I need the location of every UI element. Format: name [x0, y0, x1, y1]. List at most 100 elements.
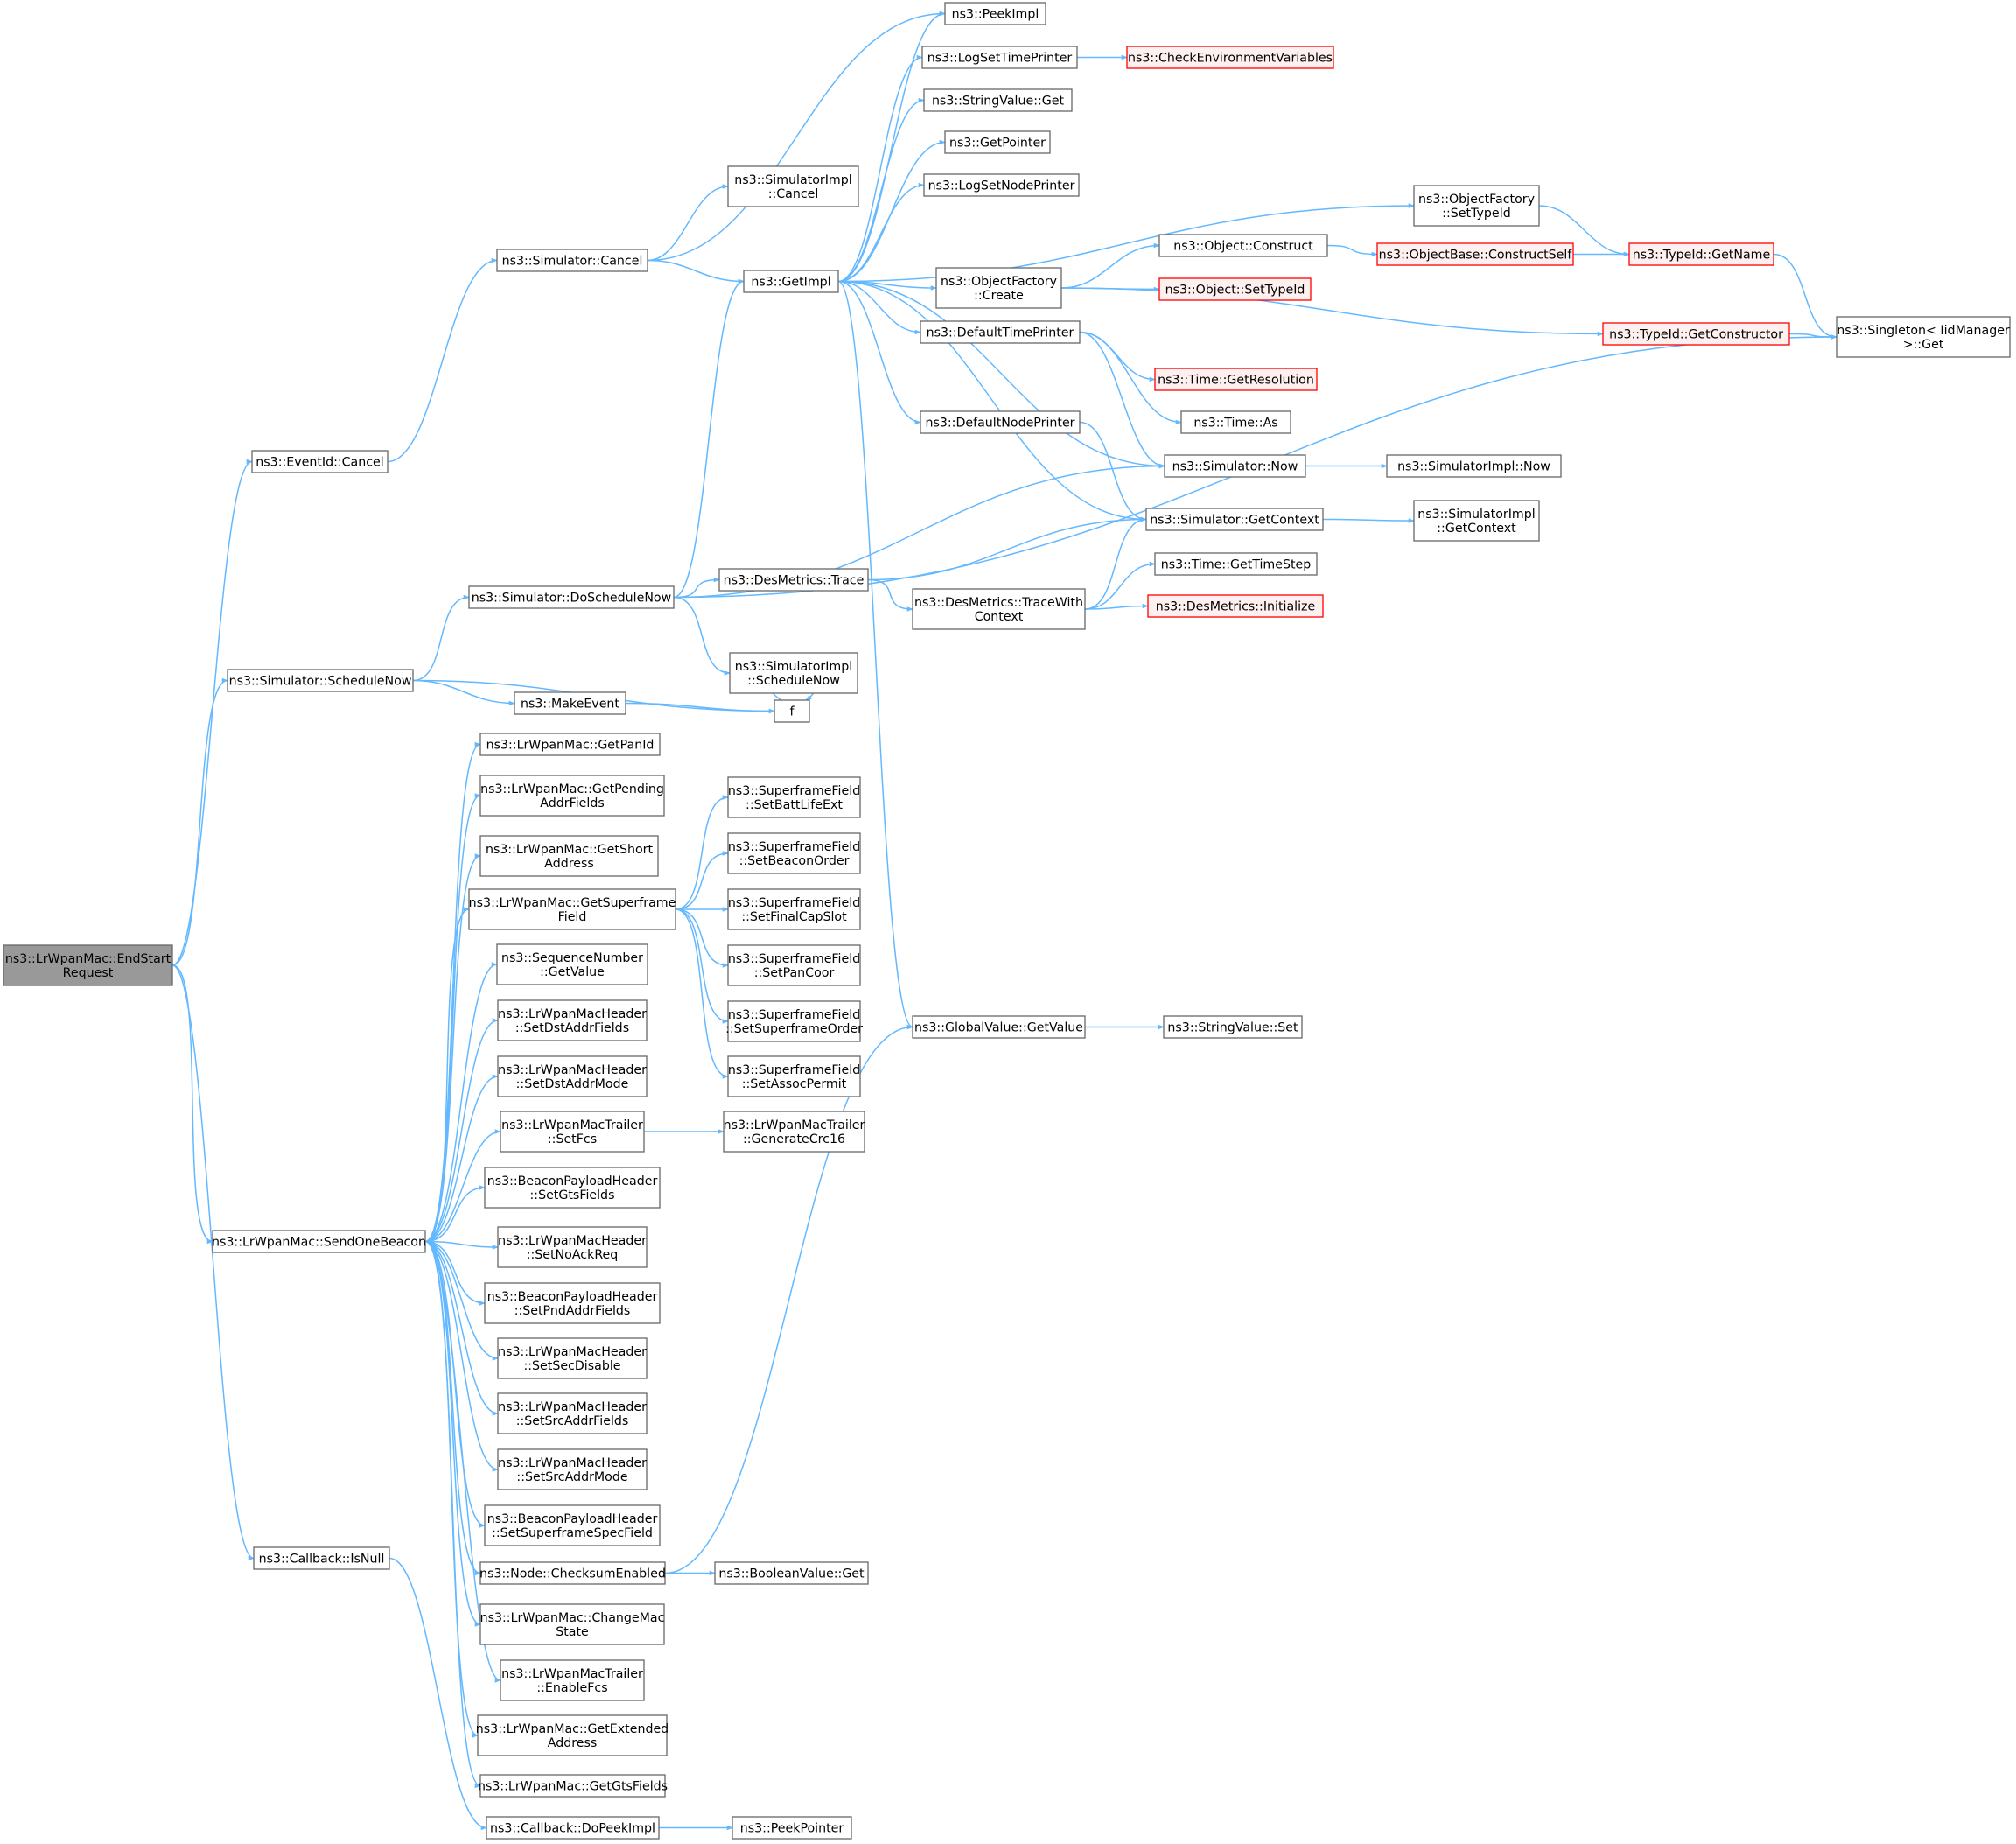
node-timeas[interactable]: ns3::Time::As: [1180, 410, 1292, 434]
edge-sendonebeacon-to-hdrsetsrcaddrfields: [424, 1240, 499, 1416]
node-bphsetgts[interactable]: ns3::BeaconPayloadHeader::SetGtsFields: [484, 1167, 661, 1209]
node-label: ns3::ObjectBase::ConstructSelf: [1379, 249, 1573, 263]
node-objconstruct[interactable]: ns3::Object::Construct: [1158, 234, 1328, 257]
node-sfbeaconorder[interactable]: ns3::SuperframeField::SetBeaconOrder: [727, 832, 861, 874]
node-hdrsetnoack[interactable]: ns3::LrWpanMacHeader::SetNoAckReq: [497, 1226, 648, 1268]
node-sendonebeacon[interactable]: ns3::LrWpanMac::SendOneBeacon: [212, 1230, 426, 1253]
edge-sendonebeacon-to-hdrsetdstaddrmode: [424, 1074, 499, 1243]
node-box: [497, 1055, 648, 1097]
node-box: [1386, 454, 1562, 478]
node-trailersetfcs[interactable]: ns3::LrWpanMacTrailer::SetFcs: [500, 1111, 645, 1153]
node-globalgetvalue[interactable]: ns3::GlobalValue::GetValue: [912, 1015, 1086, 1039]
node-objfactcreate[interactable]: ns3::ObjectFactory::Create: [935, 267, 1062, 309]
node-label: ::EnableFcs: [536, 1681, 607, 1695]
node-trailerenablefcs[interactable]: ns3::LrWpanMacTrailer::EnableFcs: [500, 1659, 645, 1701]
node-box: [727, 165, 859, 207]
node-getpanid[interactable]: ns3::LrWpanMac::GetPanId: [480, 733, 661, 756]
node-objfactset[interactable]: ns3::ObjectFactory::SetTypeId: [1413, 185, 1540, 227]
node-sfpancoor[interactable]: ns3::SuperframeField::SetPanCoor: [727, 944, 861, 986]
node-hdrsetdstaddrmode[interactable]: ns3::LrWpanMacHeader::SetDstAddrMode: [497, 1055, 648, 1097]
node-simimplcancel[interactable]: ns3::SimulatorImpl::Cancel: [727, 165, 859, 207]
edge-simdoschednow-to-desmetricstrace: [673, 577, 720, 599]
node-simnow[interactable]: ns3::Simulator::Now: [1164, 454, 1306, 478]
node-label: ns3::PeekPointer: [740, 1822, 844, 1836]
node-label: ::SetFcs: [548, 1132, 597, 1146]
edge-sendonebeacon-to-checksum: [424, 1240, 481, 1576]
node-hdrsetsrcaddrfields[interactable]: ns3::LrWpanMacHeader::SetSrcAddrFields: [497, 1392, 648, 1434]
node-getimpl[interactable]: ns3::GetImpl: [743, 270, 839, 293]
node-label: ns3::BeaconPayloadHeader: [487, 1512, 658, 1526]
node-label: ns3::Singleton< IidManager: [1837, 324, 2010, 338]
node-simimplnow[interactable]: ns3::SimulatorImpl::Now: [1386, 454, 1562, 478]
node-simdoschednow[interactable]: ns3::Simulator::DoScheduleNow: [468, 585, 675, 609]
node-box: [1836, 316, 2011, 358]
node-callbackisnull[interactable]: ns3::Callback::IsNull: [253, 1546, 390, 1570]
node-logsetnode[interactable]: ns3::LogSetNodePrinter: [923, 173, 1080, 197]
node-strvalget[interactable]: ns3::StringValue::Get: [923, 88, 1073, 112]
node-timegetstep[interactable]: ns3::Time::GetTimeStep: [1154, 552, 1318, 576]
edge-simgetcontext-to-simimplgetcontext: [1322, 518, 1415, 523]
node-sfsforder[interactable]: ns3::SuperframeField::SetSuperframeOrder: [725, 1000, 863, 1042]
edge-simdoschednow-to-getimpl: [673, 278, 745, 599]
node-desmetricstrace[interactable]: ns3::DesMetrics::Trace: [718, 568, 869, 592]
node-callbackdopeek[interactable]: ns3::Callback::DoPeekImpl: [486, 1816, 660, 1840]
node-makeevent[interactable]: ns3::MakeEvent: [514, 691, 626, 715]
node-checkenv[interactable]: ns3::CheckEnvironmentVariables: [1126, 46, 1334, 69]
node-objsettypeid[interactable]: ns3::Object::SetTypeId: [1158, 277, 1312, 301]
node-peekimpl[interactable]: ns3::PeekImpl: [944, 2, 1046, 25]
edge-getimpl-to-deftimeprinter: [837, 280, 921, 335]
node-eventcancel[interactable]: ns3::EventId::Cancel: [251, 450, 388, 473]
node-trailercrc[interactable]: ns3::LrWpanMacTrailer::GenerateCrc16: [723, 1111, 865, 1153]
node-boolvalget[interactable]: ns3::BooleanValue::Get: [714, 1561, 869, 1585]
node-label: ::SetSuperframeOrder: [725, 1022, 863, 1036]
node-checksum[interactable]: ns3::Node::ChecksumEnabled: [480, 1561, 666, 1585]
node-logsettime[interactable]: ns3::LogSetTimePrinter: [921, 46, 1078, 69]
node-simgetcontext[interactable]: ns3::Simulator::GetContext: [1145, 508, 1324, 531]
node-typeidgetname[interactable]: ns3::TypeId::GetName: [1628, 242, 1774, 266]
node-hdrsetdstaddrfields[interactable]: ns3::LrWpanMacHeader::SetDstAddrFields: [497, 999, 648, 1041]
node-getpointer[interactable]: ns3::GetPointer: [944, 130, 1051, 154]
node-f[interactable]: f: [774, 699, 810, 723]
node-peekpointer[interactable]: ns3::PeekPointer: [732, 1816, 852, 1840]
node-seqgetvalue[interactable]: ns3::SequenceNumber::GetValue: [496, 943, 648, 985]
node-simcancel[interactable]: ns3::Simulator::Cancel: [496, 249, 648, 272]
node-box: [912, 588, 1086, 630]
node-layer: ns3::LrWpanMac::EndStartRequestns3::Even…: [3, 2, 2011, 1840]
node-deftimeprinter[interactable]: ns3::DefaultTimePrinter: [920, 320, 1081, 344]
node-box: [1145, 508, 1324, 531]
node-sfassoc[interactable]: ns3::SuperframeField::SetAssocPermit: [727, 1055, 861, 1097]
node-simimplschednow[interactable]: ns3::SimulatorImpl::ScheduleNow: [729, 652, 858, 694]
node-defnodeprinter[interactable]: ns3::DefaultNodePrinter: [920, 410, 1081, 434]
node-bphsetpnd[interactable]: ns3::BeaconPayloadHeader::SetPndAddrFiel…: [484, 1282, 661, 1324]
node-box: [497, 1226, 648, 1268]
node-label: ::SetBattLifeExt: [746, 798, 843, 812]
node-simschednow[interactable]: ns3::Simulator::ScheduleNow: [227, 669, 414, 692]
node-label: ::GetContext: [1437, 522, 1516, 536]
node-label: ns3::LrWpanMac::GetGtsFields: [478, 1780, 668, 1794]
node-desmetricsinit[interactable]: ns3::DesMetrics::Initialize: [1147, 594, 1324, 618]
node-label: ::SetSecDisable: [523, 1359, 620, 1373]
node-typeidgetctor[interactable]: ns3::TypeId::GetConstructor: [1602, 322, 1790, 346]
node-timegetres[interactable]: ns3::Time::GetResolution: [1154, 368, 1318, 391]
edge-objconstruct-to-objbaseconstructself: [1326, 244, 1378, 257]
node-bphsetsf[interactable]: ns3::BeaconPayloadHeader::SetSuperframeS…: [484, 1504, 661, 1546]
node-strvalset[interactable]: ns3::StringValue::Set: [1163, 1015, 1303, 1039]
node-sfbatt[interactable]: ns3::SuperframeField::SetBattLifeExt: [727, 776, 861, 818]
node-getgtsfields[interactable]: ns3::LrWpanMac::GetGtsFields: [478, 1774, 668, 1798]
node-hdrsetsrcaddrmode[interactable]: ns3::LrWpanMacHeader::SetSrcAddrMode: [497, 1448, 648, 1490]
node-label: ns3::Callback::DoPeekImpl: [490, 1822, 655, 1836]
node-sffinalcap[interactable]: ns3::SuperframeField::SetFinalCapSlot: [727, 888, 861, 930]
node-label: ::SetAssocPermit: [742, 1077, 847, 1091]
node-objbaseconstructself[interactable]: ns3::ObjectBase::ConstructSelf: [1376, 242, 1574, 266]
node-singleton[interactable]: ns3::Singleton< IidManager>::Get: [1836, 316, 2011, 358]
node-hdrsetsecdisable[interactable]: ns3::LrWpanMacHeader::SetSecDisable: [497, 1337, 648, 1379]
edge-getimpl-to-simnow: [837, 280, 1166, 469]
node-label: ns3::BeaconPayloadHeader: [487, 1174, 658, 1188]
node-simimplgetcontext[interactable]: ns3::SimulatorImpl::GetContext: [1413, 500, 1540, 542]
